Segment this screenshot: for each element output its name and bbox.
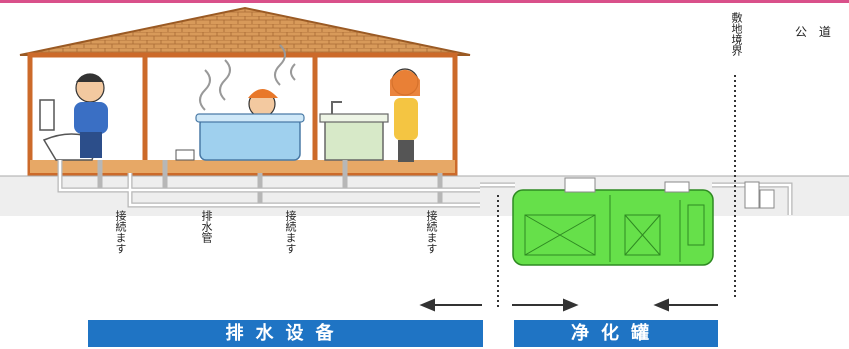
- steam-icon: [199, 44, 296, 111]
- arrow-left-icon: [653, 298, 718, 312]
- person-icon: [248, 89, 278, 118]
- boundary-label: 敷地境界: [730, 12, 743, 56]
- arrow-left-icon: [419, 298, 482, 312]
- connect-toilet-label: 接続ます: [114, 210, 127, 254]
- septic-tank: [512, 177, 714, 266]
- house-roof: [19, 6, 471, 56]
- public-road-text: 公 道: [795, 25, 835, 39]
- arrow-right-icon: [512, 298, 579, 312]
- inspection-boxes: [744, 181, 775, 209]
- drain-pipe-label: 排水管: [200, 210, 213, 243]
- sink-icon: [319, 101, 389, 161]
- public-road-label: 公 道: [795, 26, 835, 38]
- drain-pipes-core: [58, 160, 792, 215]
- connect-kitchen-label: 接続ます: [425, 210, 438, 254]
- person-icon: [390, 68, 420, 162]
- bathtub-icon: [175, 113, 305, 161]
- person-icon: [74, 73, 108, 158]
- drainage-equipment-banner: 排水设备: [88, 320, 483, 347]
- septic-tank-banner: 净化罐: [514, 320, 718, 347]
- house-floor: [30, 160, 455, 173]
- connect-bath-label: 接続ます: [284, 210, 297, 254]
- top-border-stripe: [0, 0, 849, 3]
